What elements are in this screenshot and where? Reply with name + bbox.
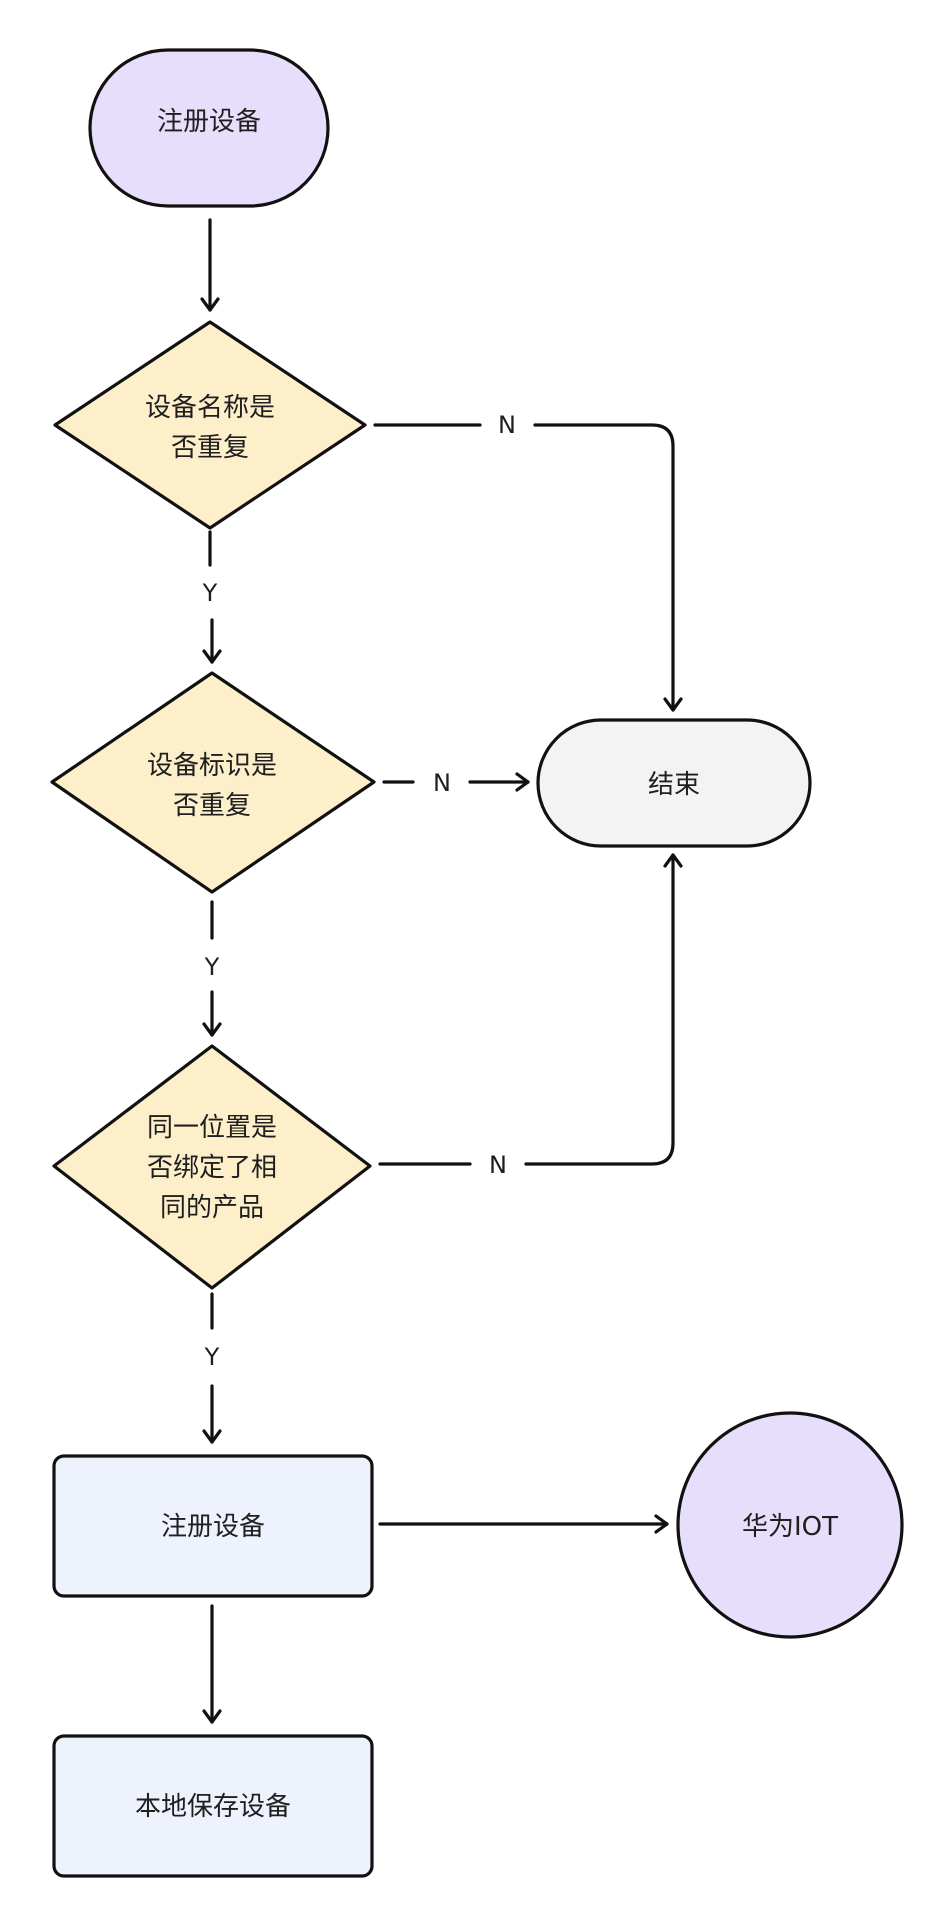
edge-name-to-end-seg2: [533, 423, 683, 712]
decision-name-label-line1: 设备名称是: [145, 393, 275, 423]
end-node-label: 结束: [648, 770, 700, 800]
end-node: [536, 718, 812, 848]
edge-label-id-to-end: N: [433, 769, 451, 797]
decision-id-duplicate: [50, 671, 376, 894]
decision-name-label-line2: 否重复: [171, 433, 249, 463]
edge-label-location-to-register: Y: [204, 1343, 220, 1371]
huawei-iot-label: 华为IOT: [742, 1512, 838, 1542]
process-save-local: [52, 1734, 374, 1878]
decision-location-bound: [52, 1044, 372, 1290]
decision-name-duplicate: [53, 320, 367, 530]
decision-location-label-line2: 否绑定了相: [147, 1153, 277, 1183]
start-node-label: 注册设备: [157, 107, 261, 137]
edge-label-location-to-end: N: [489, 1151, 507, 1179]
decision-id-label-line2: 否重复: [173, 791, 251, 821]
huawei-iot-node: [676, 1411, 904, 1639]
process-register-device: [52, 1454, 374, 1598]
edge-label-name-to-id: Y: [202, 579, 218, 607]
decision-location-label-line3: 同的产品: [160, 1193, 264, 1223]
decision-id-label-line1: 设备标识是: [147, 751, 277, 781]
process-register-label: 注册设备: [161, 1512, 265, 1542]
edge-location-to-end-seg2: [524, 853, 683, 1166]
decision-location-label-line1: 同一位置是: [147, 1113, 277, 1143]
edge-label-name-to-end: N: [498, 411, 516, 439]
edge-label-id-to-location: Y: [204, 953, 220, 981]
process-save-local-label: 本地保存设备: [135, 1792, 291, 1822]
start-node: [88, 48, 330, 208]
